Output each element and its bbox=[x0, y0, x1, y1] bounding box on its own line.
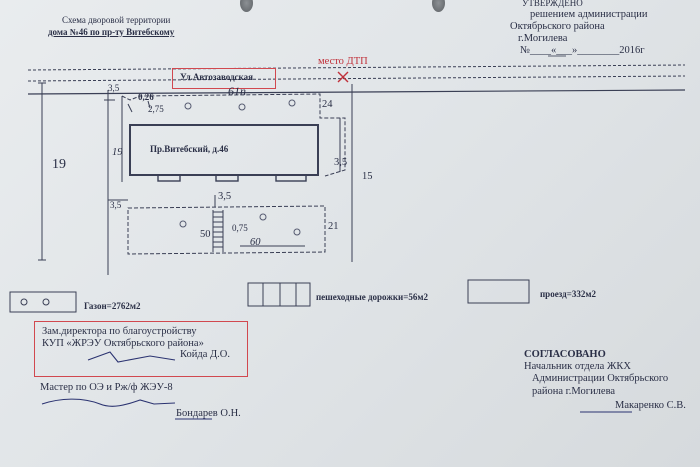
entrance-2 bbox=[215, 174, 239, 182]
deputy-line1: Зам.директора по благоустройству bbox=[42, 326, 197, 337]
agreed-line4: района г.Могилева bbox=[532, 386, 616, 397]
signature-deputy bbox=[87, 351, 176, 363]
street-line-bottom bbox=[27, 89, 686, 95]
street-label-box bbox=[172, 68, 276, 89]
legend-lawn-label: Газон=2762м2 bbox=[84, 301, 141, 311]
master-line1: Мастер по ОЭ и Рж/ф ЖЭУ-8 bbox=[40, 382, 173, 393]
legend-lawn-box bbox=[9, 291, 77, 313]
signature-master bbox=[41, 398, 176, 407]
lower-lawn-outline bbox=[127, 205, 326, 255]
dim-50: 50 bbox=[200, 229, 211, 240]
dim-35-low: 3,5 bbox=[218, 191, 232, 202]
agreed-line1: СОГЛАСОВАНО bbox=[524, 349, 606, 360]
scheme-title-line2: дома №46 по пр-ту Витебскому bbox=[48, 27, 175, 37]
agreed-name: Макаренко С.В. bbox=[615, 400, 686, 411]
dim-15: 15 bbox=[362, 171, 373, 182]
legend-paths-box bbox=[247, 282, 311, 307]
accident-label: место ДТП bbox=[318, 56, 368, 67]
dim-35-mid: 3,5 bbox=[334, 157, 348, 168]
hatched-path bbox=[212, 210, 224, 252]
legend-driveway-label: проезд=332м2 bbox=[540, 289, 596, 299]
approval-line4: г.Могилева bbox=[518, 33, 568, 44]
building-label: Пр.Витебский, д.46 bbox=[150, 144, 229, 154]
binder-hole-right bbox=[432, 0, 445, 12]
dim-275: 2,75 bbox=[148, 104, 164, 114]
scheme-title-line1: Схема дворовой территории bbox=[62, 15, 171, 25]
dim-21: 21 bbox=[328, 221, 339, 232]
approval-line1: УТВЕРЖДЕНО bbox=[522, 0, 583, 8]
dim-35-left: 3,5 bbox=[110, 200, 122, 210]
street-line-top bbox=[27, 64, 686, 71]
binder-hole-left bbox=[240, 0, 253, 12]
dim-35-top: 3,5 bbox=[108, 83, 120, 93]
accident-cross bbox=[337, 71, 349, 83]
dim-19: 19 bbox=[52, 157, 66, 172]
deputy-name: Койда Д.О. bbox=[180, 349, 230, 360]
approval-line2: решением администрации bbox=[530, 9, 648, 20]
legend-paths-label: пешеходные дорожки=56м2 bbox=[316, 292, 428, 302]
entrance-3 bbox=[275, 174, 307, 182]
dim-60: 60 bbox=[250, 237, 261, 248]
dim-top-length: 61п bbox=[228, 84, 246, 98]
deputy-line2: КУП «ЖРЭУ Октябрьского района» bbox=[42, 338, 204, 349]
approval-line3: Октябрьского района bbox=[510, 21, 605, 32]
street-line-mid bbox=[27, 75, 686, 82]
dim-075: 0,75 bbox=[232, 223, 248, 233]
legend-driveway-box bbox=[467, 279, 530, 304]
dim-19-inner: 19 bbox=[112, 147, 123, 158]
street-label: Ул.Автозаводская bbox=[180, 72, 253, 82]
master-name: Бондарев О.Н. bbox=[176, 408, 241, 419]
entrance-1 bbox=[157, 174, 181, 182]
dim-026: 0,26 bbox=[138, 92, 154, 102]
upper-lawn-outline bbox=[121, 93, 346, 177]
deputy-signature-box bbox=[34, 321, 248, 377]
agreed-line2: Начальник отдела ЖКХ bbox=[524, 361, 631, 372]
approval-line5: №____«___»________2016г bbox=[520, 45, 645, 56]
agreed-line3: Администрации Октябрьского bbox=[532, 373, 669, 384]
dim-24: 24 bbox=[322, 99, 333, 110]
